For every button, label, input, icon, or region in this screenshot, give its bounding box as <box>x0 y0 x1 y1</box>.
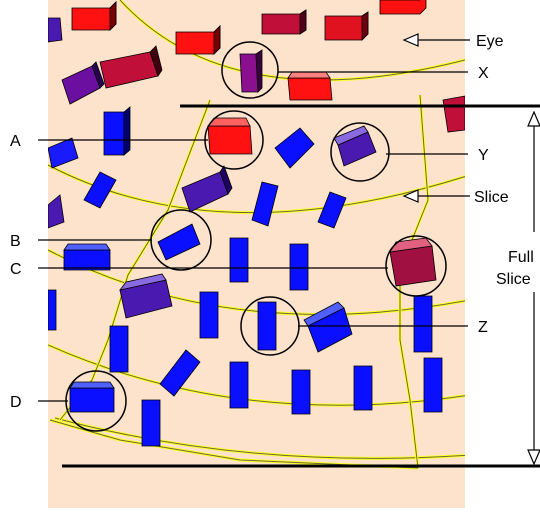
block-red <box>380 0 426 14</box>
block-blue <box>110 326 128 372</box>
label-d: D <box>10 394 22 411</box>
label-z: Z <box>478 319 488 336</box>
block-blue <box>258 302 276 350</box>
label-x: X <box>478 65 489 82</box>
block-blue <box>230 238 248 282</box>
block-red <box>325 12 368 40</box>
block-purple <box>240 50 262 92</box>
block-blue <box>414 296 432 352</box>
block-blue <box>48 290 56 330</box>
block-red <box>288 72 332 100</box>
label-full: Full <box>508 249 534 266</box>
block-blue <box>142 400 160 446</box>
label-c: C <box>10 261 22 278</box>
block-blue <box>424 358 442 412</box>
block-blue <box>64 244 110 270</box>
block-blue <box>200 292 218 338</box>
label-full-slice: Slice <box>496 271 531 288</box>
label-slice: Slice <box>474 189 509 206</box>
full-slice-span <box>528 112 540 464</box>
label-b: B <box>10 233 21 250</box>
block-blue <box>70 382 114 412</box>
block-blue <box>354 366 372 410</box>
block-blue <box>292 370 310 414</box>
block-purple <box>48 18 62 42</box>
block-red <box>208 118 252 154</box>
label-a: A <box>10 133 21 150</box>
label-eye: Eye <box>476 33 504 50</box>
block-blue <box>290 244 308 290</box>
block-crimson <box>262 10 306 34</box>
label-y: Y <box>478 147 489 164</box>
block-blue <box>104 107 130 155</box>
block-crimson <box>390 238 436 286</box>
block-blue <box>230 362 248 408</box>
